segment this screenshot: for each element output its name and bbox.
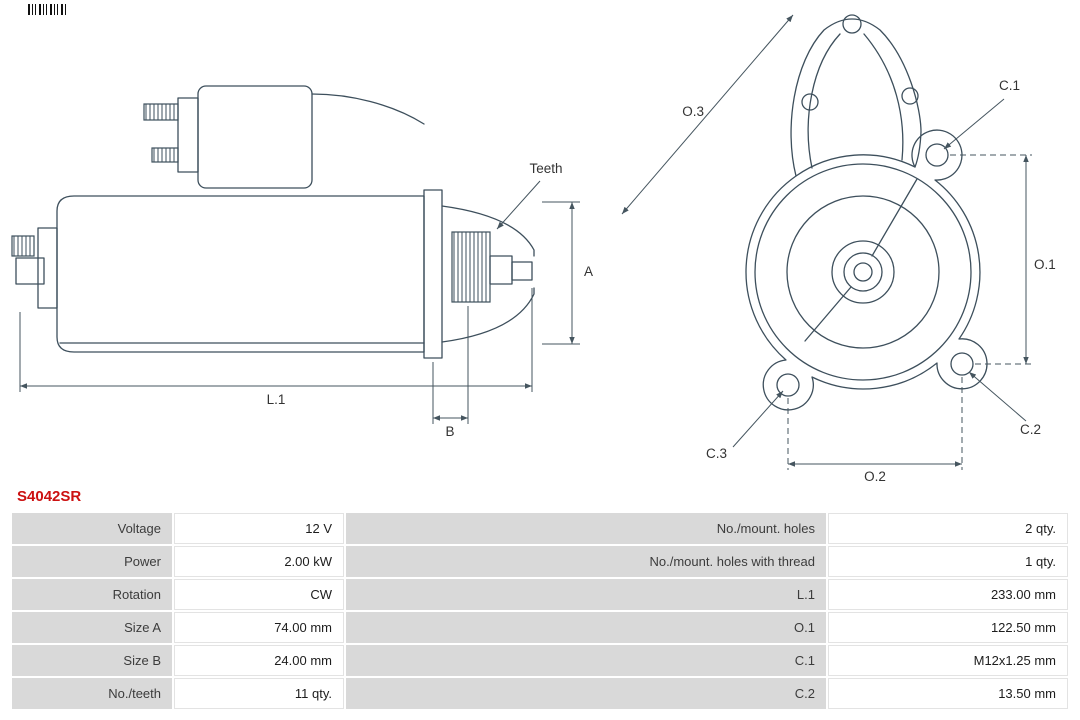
spec-label-cell: C.1 bbox=[346, 645, 826, 676]
drive-housing-bottom bbox=[441, 287, 535, 343]
spec-row: Size A 74.00 mm O.1 122.50 mm bbox=[12, 612, 1068, 643]
motor-body bbox=[56, 195, 425, 353]
pinion-gear bbox=[451, 231, 491, 303]
spoke-line-lower bbox=[804, 286, 852, 342]
spec-label-cell: O.1 bbox=[346, 612, 826, 643]
part-number: S4042SR bbox=[17, 488, 82, 505]
mounting-hole-bottom-right bbox=[950, 352, 974, 376]
spec-value-cell: 2.00 kW bbox=[174, 546, 344, 577]
spec-value-cell: 11 qty. bbox=[174, 678, 344, 709]
ear-hole bbox=[842, 14, 862, 34]
technical-diagram: Teeth A L.1 bbox=[11, 4, 1056, 484]
spec-value-cell: 2 qty. bbox=[828, 513, 1068, 544]
spec-row: Rotation CW L.1 233.00 mm bbox=[12, 579, 1068, 610]
teeth-label: Teeth bbox=[529, 161, 562, 176]
solenoid-cap bbox=[177, 97, 199, 173]
dim-label-l1: L.1 bbox=[267, 392, 286, 407]
spec-table: Voltage 12 V No./mount. holes 2 qty. Pow… bbox=[10, 511, 1070, 711]
dim-label-o2: O.2 bbox=[864, 469, 886, 484]
spec-row: No./teeth 11 qty. C.2 13.50 mm bbox=[12, 678, 1068, 709]
shaft-nose bbox=[511, 261, 533, 281]
solenoid-body bbox=[197, 85, 313, 189]
dimension-a: A bbox=[542, 201, 593, 345]
spec-row: Power 2.00 kW No./mount. holes with thre… bbox=[12, 546, 1068, 577]
spec-label-cell: L.1 bbox=[346, 579, 826, 610]
dimension-o3: O.3 bbox=[621, 14, 794, 215]
pinion-shaft bbox=[489, 255, 513, 285]
spec-label-cell: C.2 bbox=[346, 678, 826, 709]
dimension-o1: O.1 bbox=[950, 154, 1056, 365]
dim-label-b: B bbox=[445, 424, 454, 439]
spec-value-cell: 12 V bbox=[174, 513, 344, 544]
spec-value-cell: 74.00 mm bbox=[174, 612, 344, 643]
dim-label-o3: O.3 bbox=[682, 104, 704, 119]
spec-value-cell: CW bbox=[174, 579, 344, 610]
spec-label-cell: No./mount. holes bbox=[346, 513, 826, 544]
solenoid-stud-top bbox=[143, 103, 179, 121]
dimension-c1: C.1 bbox=[943, 78, 1020, 150]
spec-label-cell: Size A bbox=[12, 612, 172, 643]
dim-label-o1: O.1 bbox=[1034, 257, 1056, 272]
dimension-o2: O.2 bbox=[787, 377, 963, 484]
flange-top-edge bbox=[795, 154, 916, 177]
spoke-line-upper bbox=[871, 178, 918, 257]
spec-value-cell: 233.00 mm bbox=[828, 579, 1068, 610]
mounting-hole-bottom-left bbox=[776, 373, 800, 397]
drive-flange bbox=[423, 189, 443, 359]
spec-value-cell: 13.50 mm bbox=[828, 678, 1068, 709]
dimension-l1: L.1 bbox=[19, 288, 533, 407]
boss-hole-right bbox=[901, 87, 919, 105]
spec-label-cell: No./teeth bbox=[12, 678, 172, 709]
ear-inner-right bbox=[863, 33, 904, 161]
terminal-nut bbox=[15, 257, 45, 285]
boss-hole-left bbox=[801, 93, 819, 111]
spec-row: Voltage 12 V No./mount. holes 2 qty. bbox=[12, 513, 1068, 544]
spec-row: Size B 24.00 mm C.1 M12x1.25 mm bbox=[12, 645, 1068, 676]
mounting-flange bbox=[745, 18, 988, 411]
spec-value-cell: 122.50 mm bbox=[828, 612, 1068, 643]
spec-label-cell: No./mount. holes with thread bbox=[346, 546, 826, 577]
front-view-drawing: O.3 C.1 O.1 C.2 bbox=[621, 14, 1056, 484]
dimension-c3: C.3 bbox=[706, 390, 784, 461]
spec-label-cell: Voltage bbox=[12, 513, 172, 544]
dim-label-c2: C.2 bbox=[1020, 422, 1041, 437]
solenoid-stud-bottom bbox=[151, 147, 179, 163]
spec-value-cell: 1 qty. bbox=[828, 546, 1068, 577]
dim-label-a: A bbox=[584, 264, 593, 279]
spec-label-cell: Power bbox=[12, 546, 172, 577]
barcode bbox=[28, 4, 66, 15]
starter-diagram-svg: Teeth A L.1 bbox=[11, 14, 1056, 484]
dimension-b: B bbox=[432, 306, 469, 439]
teeth-leader bbox=[496, 180, 541, 230]
side-view-drawing: Teeth A L.1 bbox=[11, 85, 593, 439]
terminal-block bbox=[37, 227, 58, 309]
spec-label-cell: Rotation bbox=[12, 579, 172, 610]
ear-inner-left bbox=[807, 33, 841, 169]
mounting-hole-top-right bbox=[925, 143, 949, 167]
dim-label-c1: C.1 bbox=[999, 78, 1020, 93]
drive-housing-top bbox=[441, 205, 535, 257]
spec-value-cell: 24.00 mm bbox=[174, 645, 344, 676]
solenoid-bridge bbox=[311, 93, 425, 125]
spec-value-cell: M12x1.25 mm bbox=[828, 645, 1068, 676]
dim-label-c3: C.3 bbox=[706, 446, 727, 461]
spec-label-cell: Size B bbox=[12, 645, 172, 676]
dimension-c2: C.2 bbox=[968, 371, 1041, 437]
front-face-circles bbox=[754, 163, 972, 381]
terminal-stud bbox=[11, 235, 35, 257]
